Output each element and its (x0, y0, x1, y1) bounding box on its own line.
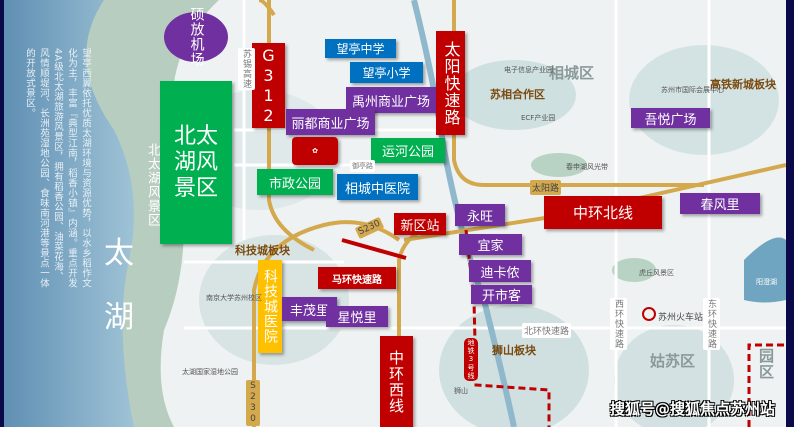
aeon-label[interactable]: 永旺 (455, 204, 505, 226)
east-ring-tag: 东环快速路 (703, 298, 720, 350)
train-station-icon (642, 307, 656, 321)
suxiang-zone (452, 60, 576, 130)
g312-road (267, 0, 315, 252)
yangcheng-lake (744, 237, 786, 303)
wangting-middle-label[interactable]: 望亭中学 (325, 39, 396, 58)
middle-ring-north-label[interactable]: 中环北线 (544, 196, 662, 229)
electronic-park-poi: 电子信息产业园 (504, 66, 553, 74)
gaotie-zone (629, 45, 779, 155)
chunfengli-label[interactable]: 春风里 (680, 193, 760, 214)
xinqu-station-label[interactable]: 新区站 (394, 213, 446, 235)
s230-tag-b: S230 (246, 380, 260, 426)
lake-char-2: 湖 (104, 300, 134, 335)
taihu-lake (4, 0, 134, 427)
yangcheng-lake-poi: 阳澄湖 (756, 278, 777, 286)
shishan-poi: 狮山 (454, 387, 468, 395)
scenic-vertical-text: 北太湖风景区 (145, 143, 160, 227)
ikea-label[interactable]: 宜家 (459, 234, 522, 255)
nju-poi: 南京大学苏州校区 (206, 294, 262, 302)
kejicheng-block: 科技城板块 (235, 244, 290, 257)
wangting-primary-label[interactable]: 望亭小学 (350, 62, 423, 83)
yunhe-park-label[interactable]: 运河公园 (371, 138, 445, 163)
intl-conf-poi: 苏州市国际会展中心 (661, 86, 724, 94)
ecf-poi: ECF产业园 (521, 114, 556, 122)
taihu-wetland-poi: 太湖国家湿地公园 (182, 368, 238, 376)
costco-label[interactable]: 开市客 (471, 285, 532, 304)
area-description: 望亭西翼依托优质太湖环境与资源优势，以水乡稻作文化为主，丰富『典型江南，稻香小镇… (24, 48, 91, 288)
yuanqu-border (747, 343, 786, 427)
huqiu-poi: 虎丘风景区 (639, 269, 674, 277)
taiyang-road-tag: 太阳路 (530, 180, 562, 195)
wuyue-plaza-label[interactable]: 吾悦广场 (631, 108, 710, 128)
west-ring-tag: 西环快速路 (610, 298, 627, 350)
middle-ring-west-label[interactable]: 中环西线 (380, 336, 413, 427)
project-logo: ✿ (292, 137, 338, 165)
shishan-block: 狮山板块 (492, 344, 536, 357)
north-taihu-label[interactable]: 北太湖风景区 (160, 81, 232, 244)
watermark: 搜狐号@搜狐焦点苏州站 (610, 400, 776, 418)
mahuan-red-line (341, 238, 407, 260)
gaotie-block: 高铁新城板块 (710, 78, 776, 91)
suxiang-block: 苏相合作区 (490, 88, 545, 101)
train-station-poi: 苏州火车站 (658, 313, 704, 323)
lake-char-1: 太 (104, 236, 134, 271)
shizheng-park-label[interactable]: 市政公园 (257, 169, 333, 195)
g312-label[interactable]: G312 (252, 43, 285, 128)
wangting-road-tag: 御亭路 (350, 160, 375, 172)
map[interactable]: 望亭西翼依托优质太湖环境与资源优势，以水乡稻作文化为主，丰富『典型江南，稻香小镇… (4, 0, 786, 427)
taiyang-expressway-label[interactable]: 太阳快速路 (436, 31, 465, 135)
north-ring-tag: 北环快速路 (522, 323, 572, 338)
xiangcheng-district: 相城区 (549, 64, 595, 82)
kejicheng-hospital-label[interactable]: 科技城医院 (258, 260, 282, 353)
tcm-hospital-label[interactable]: 相城中医院 (337, 174, 418, 200)
chunshen-lake-poi: 春申湖风光带 (566, 163, 608, 171)
airport-label[interactable]: 硕放机场 (164, 7, 228, 67)
decathlon-label[interactable]: 迪卡侬 (469, 260, 531, 282)
mahuan-expressway-label[interactable]: 马环快速路 (318, 267, 396, 289)
metro3-tag: 地铁3号线 (464, 338, 478, 381)
yuanqu-district: 园区 (757, 348, 775, 380)
lidu-plaza-label[interactable]: 丽都商业广场 (286, 109, 375, 135)
yuzhou-plaza-label[interactable]: 禹州商业广场 (346, 87, 436, 113)
gusu-zone (614, 325, 734, 427)
suxi-expressway-tag: 苏锡高速 (238, 48, 255, 90)
huqiu-area (612, 258, 656, 282)
taiyang-expressway-road (452, 0, 704, 187)
gusu-district: 姑苏区 (650, 352, 696, 370)
xingyueli-label[interactable]: 星悦里 (326, 306, 388, 327)
chunshen-lake (531, 153, 587, 177)
